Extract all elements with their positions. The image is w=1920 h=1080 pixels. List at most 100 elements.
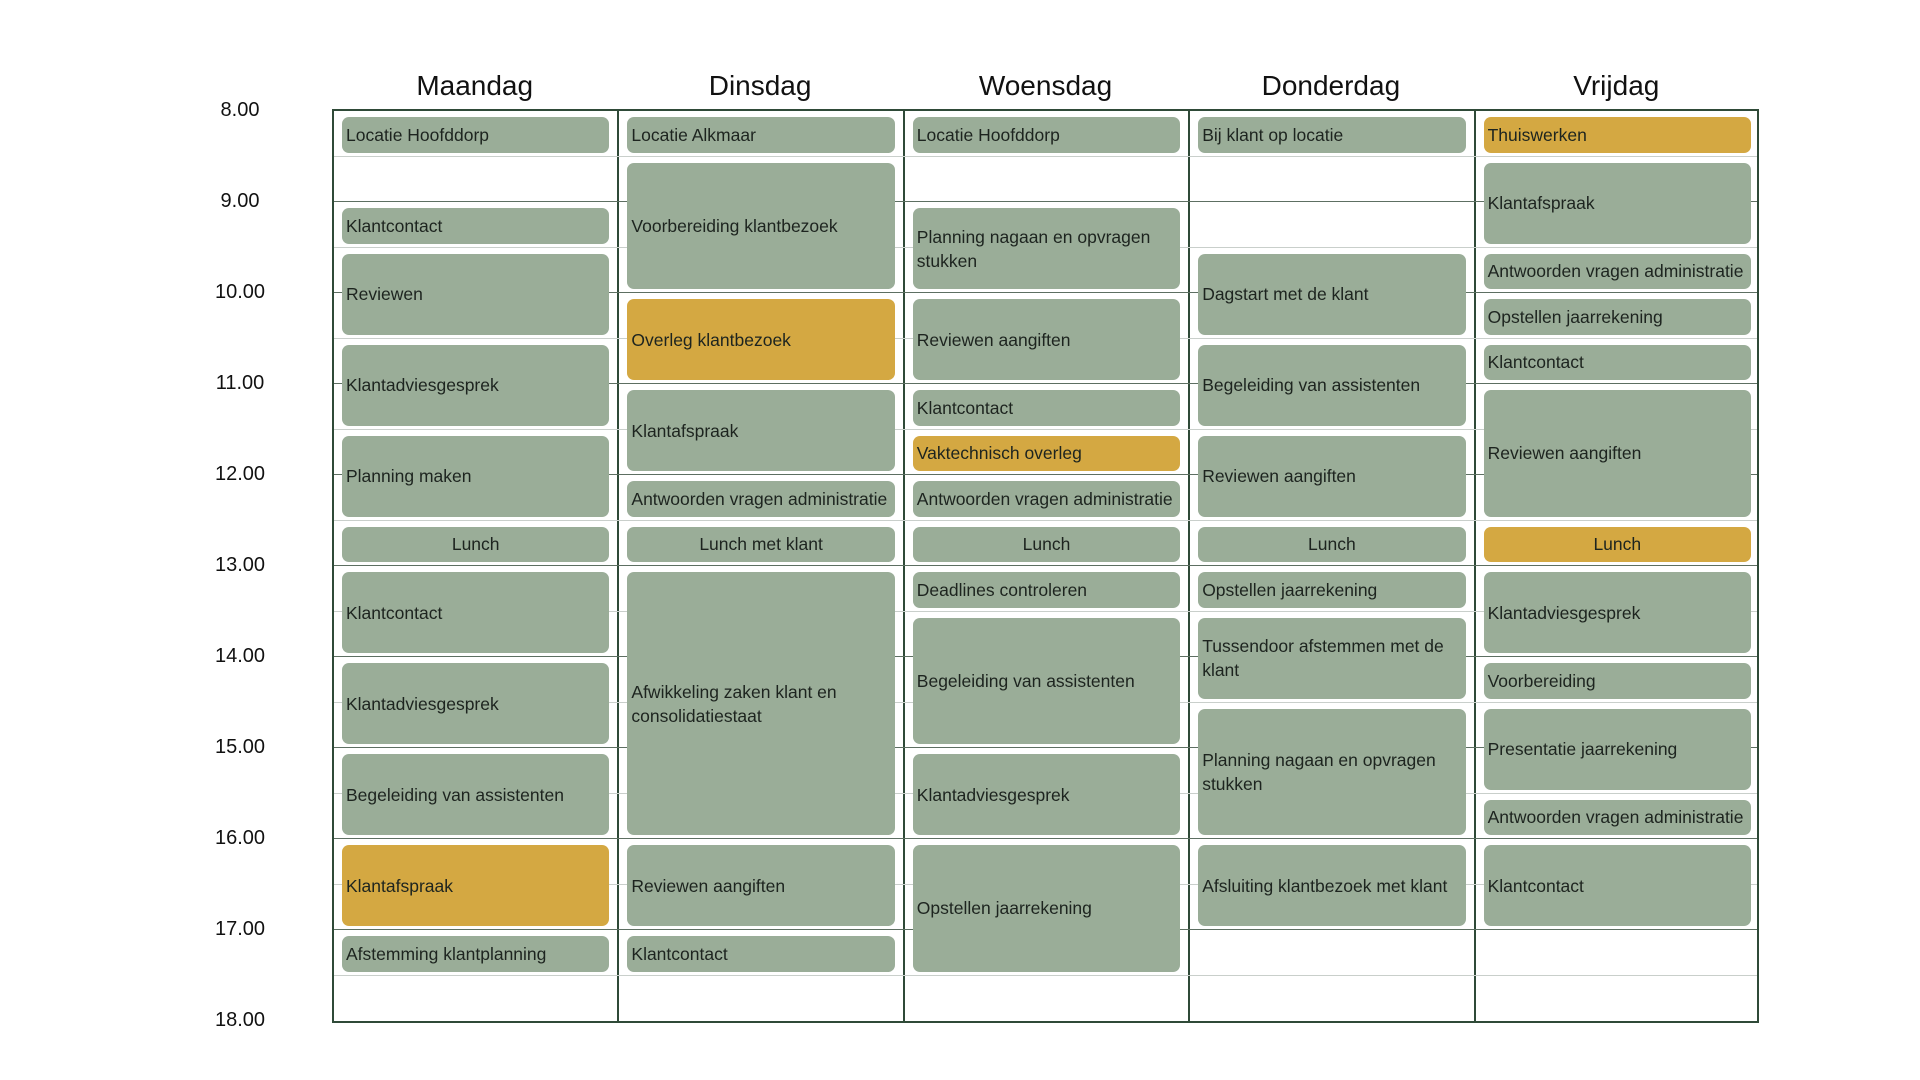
time-label: 9.00: [220, 190, 260, 212]
event-label: Begeleiding van assistenten: [916, 670, 1135, 691]
event-block[interactable]: Klantcontact: [342, 208, 610, 244]
half-hour-line: [334, 974, 1757, 976]
event-label: Klantafspraak: [631, 420, 739, 441]
event-label: Lunch: [1308, 534, 1356, 555]
event-block[interactable]: Antwoorden vragen administratie: [627, 481, 895, 517]
time-label: 11.00: [215, 372, 265, 394]
event-block[interactable]: Afstemming klantplanning: [342, 936, 610, 972]
event-label: Reviewen aangiften: [1487, 443, 1642, 464]
event-label: Reviewen aangiften: [631, 875, 786, 896]
event-block[interactable]: Antwoorden vragen administratie: [912, 481, 1181, 517]
half-hour-line: [334, 610, 1757, 612]
event-block[interactable]: Afsluiting klantbezoek met klant: [1198, 845, 1466, 926]
event-block[interactable]: Klantafspraak: [1483, 162, 1751, 244]
event-label: Reviewen: [346, 284, 423, 304]
event-block[interactable]: Opstellen jaarrekening: [912, 845, 1181, 972]
event-label: Lunch: [1022, 534, 1071, 555]
hour-line: [334, 474, 1757, 475]
event-block[interactable]: Klantcontact: [912, 390, 1181, 426]
event-block[interactable]: Overleg klantbezoek: [627, 299, 895, 380]
half-hour-line: [334, 155, 1757, 157]
event-label: Begeleiding van assistenten: [346, 784, 564, 805]
event-block[interactable]: Reviewen aangiften: [1198, 435, 1466, 517]
event-label: Antwoorden vragen administratie: [631, 488, 888, 509]
event-block[interactable]: Deadlines controleren: [912, 572, 1181, 608]
event-block[interactable]: Opstellen jaarrekening: [1198, 572, 1466, 608]
event-block[interactable]: Bij klant op locatie: [1198, 117, 1466, 153]
day-header-vr: Vrijdag: [1573, 70, 1660, 101]
event-block[interactable]: Klantadviesgesprek: [912, 754, 1181, 835]
event-block[interactable]: Presentatie jaarrekening: [1483, 708, 1751, 790]
event-block[interactable]: Lunch met klant: [627, 526, 895, 562]
event-block[interactable]: Antwoorden vragen administratie: [1483, 253, 1751, 289]
event-label: Locatie Hoofddorp: [346, 124, 490, 145]
event-block[interactable]: Begeleiding van assistenten: [912, 617, 1181, 744]
event-label: Klantafspraak: [346, 875, 454, 896]
event-block[interactable]: Lunch: [1483, 526, 1751, 562]
half-hour-line: [334, 519, 1757, 521]
event-block[interactable]: Klantadviesgesprek: [342, 344, 610, 426]
event-block[interactable]: Locatie Hoofddorp: [912, 117, 1181, 153]
event-label: Antwoorden vragen administratie: [1487, 261, 1744, 282]
event-block[interactable]: Vaktechnisch overleg: [912, 435, 1181, 471]
time-label: 8.00: [220, 99, 260, 121]
hour-line: [334, 565, 1757, 566]
event-block[interactable]: Begeleiding van assistenten: [342, 754, 610, 835]
column-divider: [1473, 111, 1476, 1021]
event-block[interactable]: Klantcontact: [342, 572, 610, 653]
event-label: Lunch: [451, 534, 500, 555]
event-block[interactable]: Planning nagaan en opvragen stukken: [912, 208, 1181, 289]
event-label: Antwoorden vragen administratie: [1487, 807, 1744, 828]
event-block[interactable]: Locatie Alkmaar: [627, 117, 895, 153]
event-label: Klantcontact: [346, 602, 443, 623]
event-label: Afwikkeling zaken klant en consolidaties…: [631, 681, 837, 726]
event-label: Afstemming klantplanning: [346, 943, 547, 964]
event-label: Voorbereiding klantbezoek: [631, 215, 838, 236]
event-label: Deadlines controleren: [916, 579, 1088, 600]
event-label: Klantcontact: [916, 397, 1014, 418]
event-block[interactable]: Reviewen aangiften: [912, 299, 1181, 380]
event-block[interactable]: Antwoorden vragen administratie: [1483, 799, 1751, 835]
event-block[interactable]: Planning nagaan en opvragen stukken: [1198, 708, 1466, 835]
event-block[interactable]: Begeleiding van assistenten: [1198, 344, 1466, 426]
event-label: Opstellen jaarrekening: [916, 898, 1092, 919]
event-block[interactable]: Planning maken: [342, 435, 610, 517]
event-block[interactable]: Reviewen: [342, 253, 610, 335]
event-label: Begeleiding van assistenten: [1202, 375, 1421, 395]
event-block[interactable]: Lunch: [1198, 526, 1466, 562]
column-divider: [617, 111, 620, 1021]
event-label: Locatie Hoofddorp: [916, 124, 1060, 145]
event-label: Planning nagaan en opvragen stukken: [916, 226, 1151, 271]
time-label: 13.00: [214, 554, 266, 576]
event-block[interactable]: Afwikkeling zaken klant en consolidaties…: [627, 572, 895, 835]
event-block[interactable]: Lunch: [912, 526, 1181, 562]
event-block[interactable]: Lunch: [342, 526, 610, 562]
event-block[interactable]: Locatie Hoofddorp: [342, 117, 610, 153]
event-block[interactable]: Voorbereiding: [1483, 663, 1751, 699]
event-block[interactable]: Tussendoor afstemmen met de klant: [1198, 617, 1466, 699]
event-block[interactable]: Klantcontact: [1483, 845, 1751, 926]
event-block[interactable]: Klantadviesgesprek: [342, 663, 610, 744]
event-label: Dagstart met de klant: [1202, 284, 1369, 304]
event-label: Antwoorden vragen administratie: [916, 488, 1173, 509]
event-block[interactable]: Reviewen aangiften: [627, 845, 895, 926]
event-block[interactable]: Klantcontact: [627, 936, 895, 972]
event-block[interactable]: Klantcontact: [1483, 344, 1751, 380]
time-label: 16.00: [214, 827, 266, 849]
event-block[interactable]: Voorbereiding klantbezoek: [627, 162, 895, 289]
event-block[interactable]: Klantadviesgesprek: [1483, 572, 1751, 653]
event-label: Tussendoor afstemmen met de klant: [1202, 636, 1444, 680]
event-label: Klantadviesgesprek: [346, 375, 499, 395]
time-label: 12.00: [214, 463, 266, 485]
event-block[interactable]: Opstellen jaarrekening: [1483, 299, 1751, 335]
event-block[interactable]: Klantafspraak: [627, 390, 895, 471]
event-block[interactable]: Klantafspraak: [342, 845, 610, 926]
event-label: Klantcontact: [346, 215, 443, 236]
event-block[interactable]: Dagstart met de klant: [1198, 253, 1466, 335]
event-label: Thuiswerken: [1487, 124, 1587, 145]
day-header-ma: Maandag: [416, 70, 534, 101]
event-block[interactable]: Thuiswerken: [1483, 117, 1751, 153]
time-label: 10.00: [214, 281, 266, 303]
event-block[interactable]: Reviewen aangiften: [1483, 390, 1751, 517]
